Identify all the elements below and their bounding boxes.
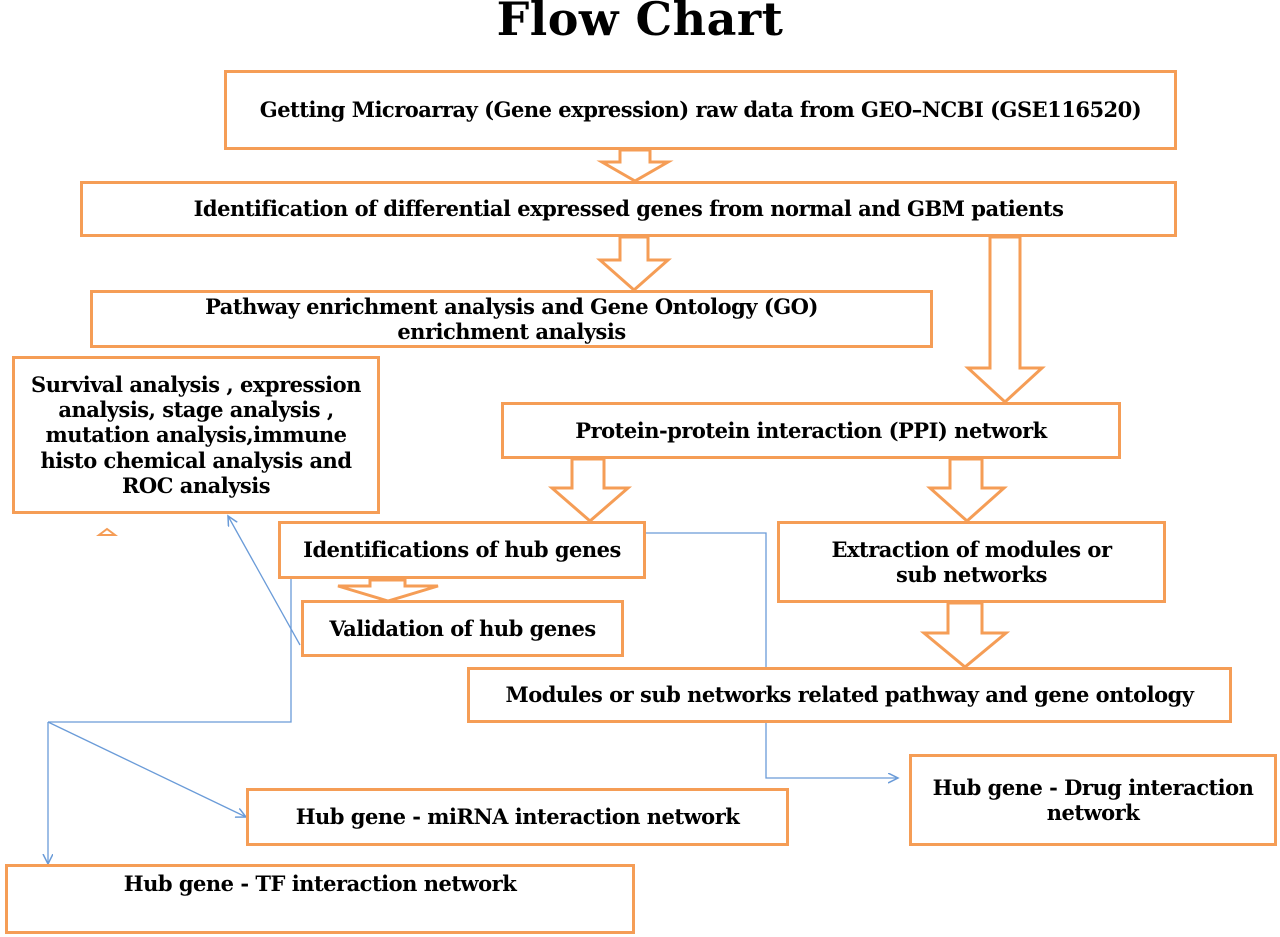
node-hub-genes: Identifications of hub genes bbox=[278, 521, 646, 579]
block-arrow-ppi-to-modules bbox=[926, 457, 1008, 524]
connector-hub-down bbox=[48, 578, 292, 723]
block-arrow-ppi-to-hub bbox=[547, 457, 633, 523]
node-modules-pathway: Modules or sub networks related pathway … bbox=[467, 667, 1232, 723]
connector-hub-to-survival bbox=[228, 516, 301, 646]
connector-to-mirna bbox=[47, 721, 246, 817]
block-arrow-hub-to-validation bbox=[337, 578, 439, 603]
block-arrow-deg-to-ppi bbox=[964, 235, 1046, 405]
diagram-title: Flow Chart bbox=[496, 0, 784, 46]
node-differential-genes: Identification of differential expressed… bbox=[80, 181, 1177, 237]
block-arrow-deg-to-pathway bbox=[596, 235, 672, 293]
node-extraction-modules: Extraction of modules or sub networks bbox=[777, 521, 1166, 603]
block-arrow-modules-to-modules-pathway bbox=[919, 601, 1011, 669]
node-mirna-network: Hub gene - miRNA interaction network bbox=[246, 788, 789, 846]
node-tf-network: Hub gene - TF interaction network bbox=[5, 864, 635, 934]
block-arrow-geo-to-deg bbox=[596, 148, 674, 183]
node-geo-raw-data: Getting Microarray (Gene expression) raw… bbox=[224, 70, 1177, 150]
node-ppi-network: Protein-protein interaction (PPI) networ… bbox=[501, 402, 1121, 459]
connector-hub-to-drug bbox=[634, 532, 898, 778]
node-survival-analysis: Survival analysis , expression analysis,… bbox=[12, 356, 380, 514]
node-drug-network: Hub gene - Drug interaction network bbox=[909, 754, 1277, 846]
node-pathway-enrichment: Pathway enrichment analysis and Gene Ont… bbox=[90, 290, 933, 348]
small-arrow-marker bbox=[96, 527, 118, 536]
node-validation: Validation of hub genes bbox=[301, 600, 624, 657]
